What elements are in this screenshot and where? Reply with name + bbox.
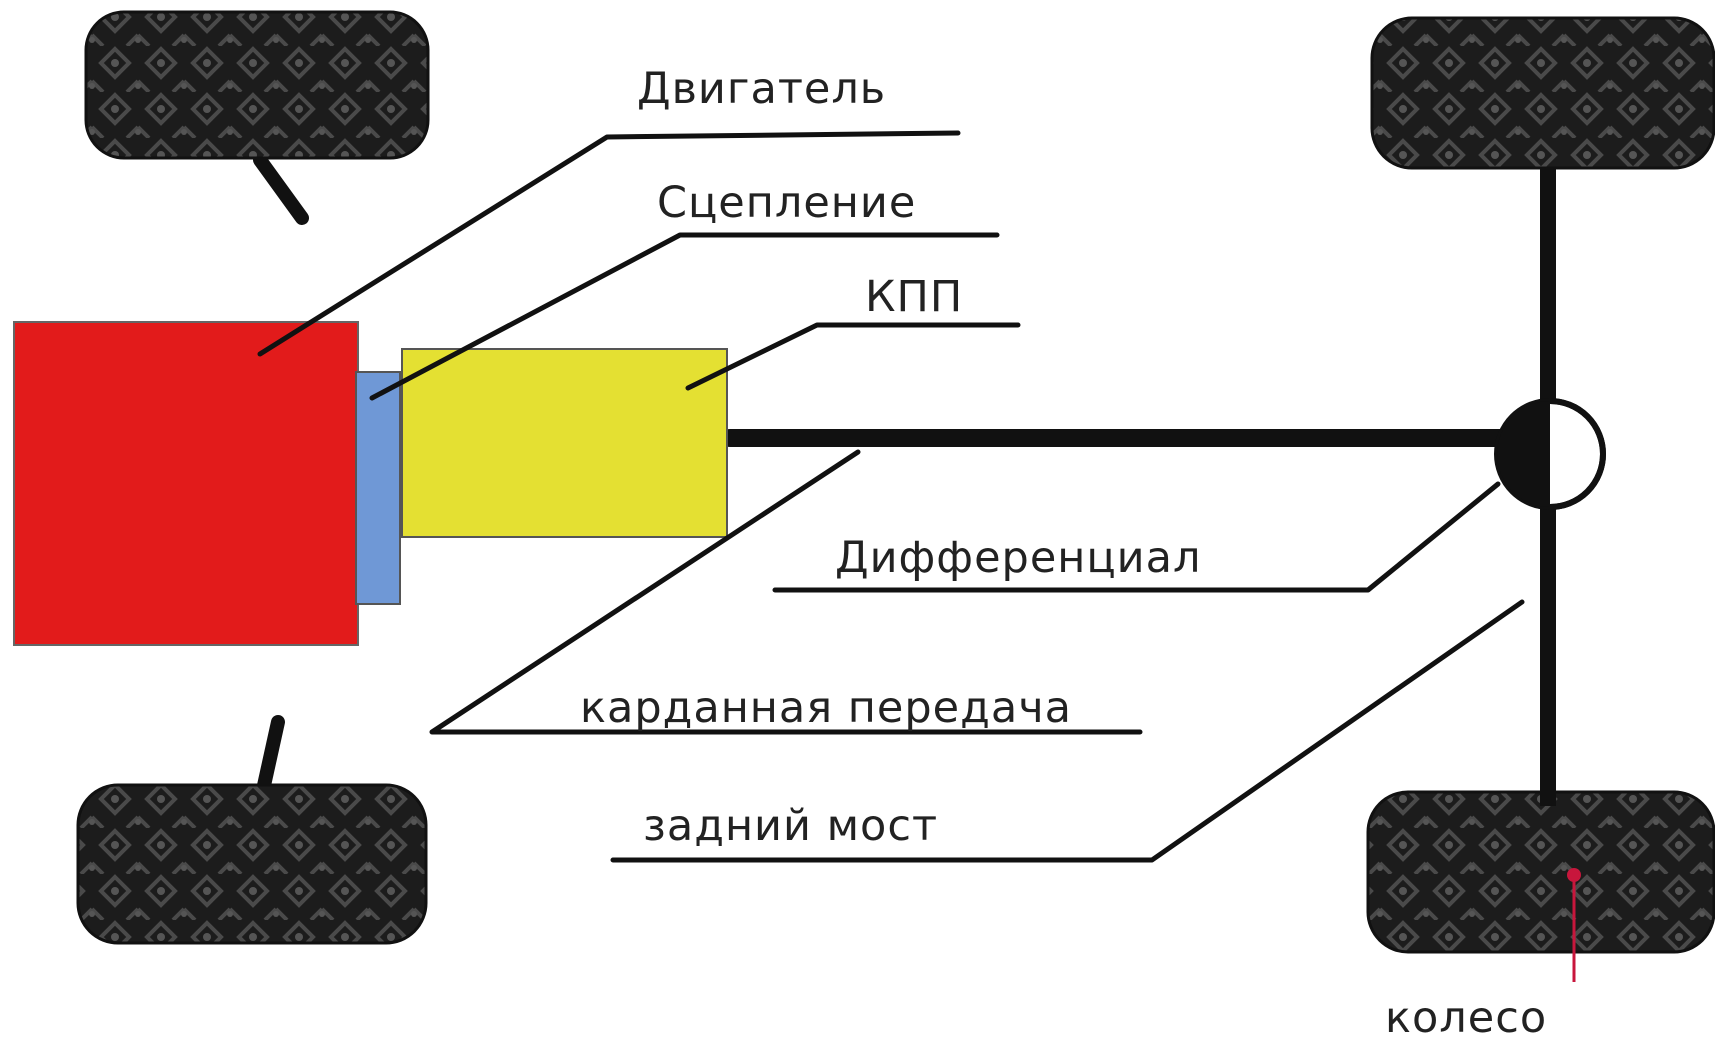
gearbox-leader-line [685,322,1021,391]
differential-leader-line [772,481,1501,593]
gearbox-label: КПП [865,272,963,322]
wheel-label: колесо [1385,993,1547,1043]
driveshaft-label: карданная передача [580,683,1072,733]
differential-housing [1494,398,1606,510]
rear-left-wheel [1370,16,1715,170]
engine-block [13,321,359,646]
clutch-label: Сцепление [657,178,916,228]
rear-axle-leader-line [610,599,1525,863]
wheel-pointer-dot [1567,868,1581,882]
front-right-wheel [76,715,428,945]
engine-label: Двигатель [637,64,886,114]
clutch-leader-line [369,232,1000,401]
rear-axle-label: задний мост [643,801,938,851]
gearbox-block [401,348,728,538]
engine-leader-line [257,130,961,357]
rear-right-wheel [1366,790,1715,954]
driveshaft-leader-line [429,449,1143,735]
differential-label: Дифференциал [835,533,1201,583]
front-left-wheel [84,10,430,225]
clutch-block [355,371,401,605]
